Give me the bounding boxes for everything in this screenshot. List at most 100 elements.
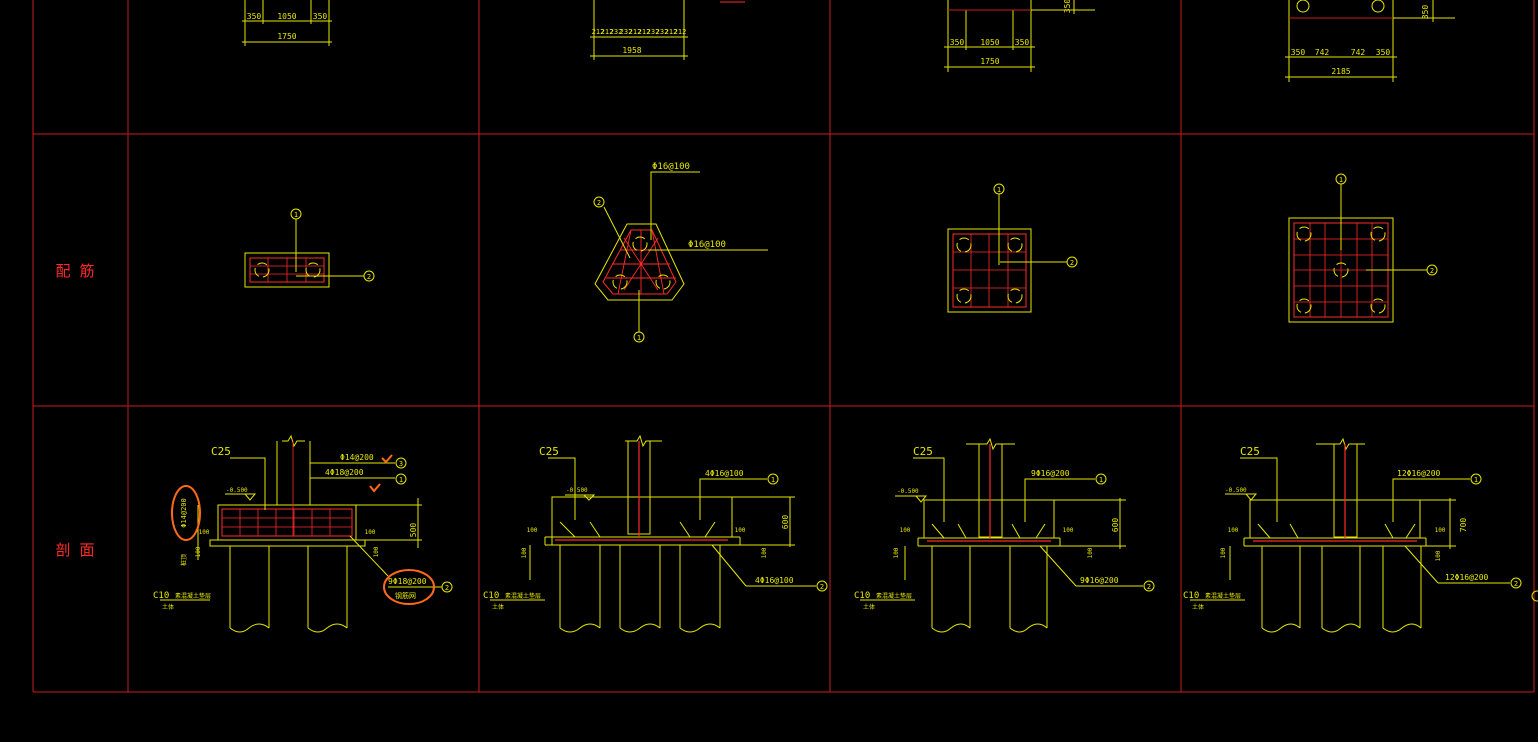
section-1-callout-bottom: 9Φ18@200	[388, 577, 427, 586]
top-dimension-4	[1285, 0, 1455, 82]
section-1-pad: C10	[153, 591, 169, 601]
plan-3-mark-side: 2	[1070, 259, 1074, 267]
top-dimension-1	[242, 0, 332, 46]
svg-text:212: 212	[592, 28, 605, 36]
table-grid	[32, 0, 1535, 693]
top-dimension-3	[944, 0, 1095, 72]
plan-2-note-2: Φ16@100	[688, 240, 726, 250]
plan-3-mark-top: 1	[997, 186, 1001, 194]
top-dim-3-side: 350	[1063, 0, 1072, 13]
section-1-callout-top-2: 4Φ18@200	[325, 468, 364, 477]
section-2-cover-1: 100	[527, 527, 538, 534]
section-2-mark-top-1: 1	[771, 476, 775, 484]
top-dim-1-part-1: 350	[247, 12, 262, 21]
section-1-pad-note: 素混凝土垫层	[175, 592, 211, 600]
section-4-cover-3: 100	[1220, 547, 1227, 558]
plan-2-footing	[593, 171, 768, 343]
plan-1-mark-top: 1	[294, 211, 298, 219]
plan-1-footing	[244, 208, 375, 288]
section-3-cover-4: 100	[1087, 547, 1094, 558]
section-1-height: 500	[409, 523, 418, 538]
section-4-cover-1: 100	[1228, 527, 1239, 534]
svg-text:232: 232	[610, 28, 623, 36]
section-4-pad: C10	[1183, 591, 1199, 601]
section-1-drawing	[160, 434, 453, 633]
section-2-elev: -0.500	[566, 487, 588, 494]
svg-text:232: 232	[656, 28, 669, 36]
section-4-elev: -0.500	[1225, 487, 1247, 494]
plan-4-mark-side: 2	[1430, 267, 1434, 275]
svg-text:742: 742	[1315, 48, 1330, 57]
edge-marker-circle	[1531, 590, 1538, 602]
top-dim-2-total: 1958	[622, 46, 641, 55]
top-dim-4-side: 350	[1421, 5, 1430, 20]
section-1-mark-top-2: 1	[399, 476, 403, 484]
section-1-side-note: Φ14@200	[180, 498, 188, 528]
top-dim-1-total: 1750	[277, 32, 296, 41]
section-4-pad-note: 素混凝土垫层	[1205, 592, 1241, 600]
section-2-cover-3: 100	[521, 547, 528, 558]
section-3-height: 600	[1111, 518, 1120, 533]
top-dim-3-total: 1750	[980, 57, 999, 66]
plan-4-mark-top: 1	[1339, 176, 1343, 184]
section-1-soil: 土体	[162, 603, 174, 611]
svg-text:212: 212	[629, 28, 642, 36]
top-dim-3-part-1: 350	[950, 38, 965, 47]
top-dim-1-part-3: 350	[313, 12, 328, 21]
svg-text:212: 212	[601, 28, 614, 36]
svg-text:212: 212	[674, 28, 687, 36]
section-4-callout-top-1: 12Φ16@200	[1397, 469, 1441, 478]
section-3-pad: C10	[854, 591, 870, 601]
top-dim-1-part-2: 1050	[277, 12, 296, 21]
section-1-pile-note: 桩顶	[180, 554, 188, 566]
top-dim-3-part-3: 350	[1015, 38, 1030, 47]
section-3-mark-bottom: 2	[1147, 583, 1151, 591]
section-3-pad-note: 素混凝土垫层	[876, 592, 912, 600]
section-1-markup	[171, 454, 435, 605]
top-dim-4-total: 2185	[1331, 67, 1350, 76]
section-1-mark-bottom: 2	[445, 584, 449, 592]
section-1-cover-1: 100	[199, 529, 210, 536]
row-label-section: 剖 面	[55, 541, 94, 559]
svg-text:742: 742	[1351, 48, 1366, 57]
section-1-callout-top-1: Φ14@200	[340, 453, 374, 462]
section-4-mark-bottom: 2	[1514, 580, 1518, 588]
section-3-drawing	[860, 437, 1155, 633]
section-1-callout-bottom-sub: 钢筋网	[395, 591, 416, 600]
section-3-callout-top-1: 9Φ16@200	[1031, 469, 1070, 478]
svg-text:212: 212	[665, 28, 678, 36]
top-dim-4-parts: 350 742 742 350	[1291, 48, 1391, 57]
section-3-mark-top-1: 1	[1099, 476, 1103, 484]
section-3-callout-bottom: 9Φ16@200	[1080, 576, 1119, 585]
plan-2-mark-top: 2	[597, 199, 601, 207]
section-1-mark-top-1: 3	[399, 460, 403, 468]
section-4-mark-top-1: 1	[1474, 476, 1478, 484]
section-1-concrete: C25	[211, 445, 231, 458]
section-2-pad-note: 素混凝土垫层	[505, 592, 541, 600]
section-2-cover-4: 100	[761, 547, 768, 558]
section-1-cover-4: 100	[373, 546, 380, 557]
plan-1-mark-side: 2	[367, 273, 371, 281]
section-2-height: 600	[781, 515, 790, 530]
section-3-cover-1: 100	[900, 527, 911, 534]
section-4-callout-bottom: 12Φ16@200	[1445, 573, 1489, 582]
svg-text:350: 350	[1291, 48, 1306, 57]
section-4-soil: 土体	[1192, 603, 1204, 611]
plan-2-note-1: Φ16@100	[652, 162, 690, 172]
plan-2-mark-bottom: 1	[637, 334, 641, 342]
svg-text:350: 350	[1376, 48, 1391, 57]
section-1-elev: -0.500	[226, 487, 248, 494]
section-2-mark-bottom: 2	[820, 583, 824, 591]
section-3-cover-2: 100	[1063, 527, 1074, 534]
top-dim-2-parts: 212 212 232 232 212 212 232 232 212 212	[592, 28, 687, 36]
section-4-height: 700	[1459, 518, 1468, 533]
section-3-concrete: C25	[913, 445, 933, 458]
section-1-cover-3: 100	[195, 546, 202, 557]
section-2-callout-top-1: 4Φ16@100	[705, 469, 744, 478]
section-4-cover-4: 100	[1435, 550, 1442, 561]
section-2-cover-2: 100	[735, 527, 746, 534]
section-4-concrete: C25	[1240, 445, 1260, 458]
section-4-cover-2: 100	[1435, 527, 1446, 534]
